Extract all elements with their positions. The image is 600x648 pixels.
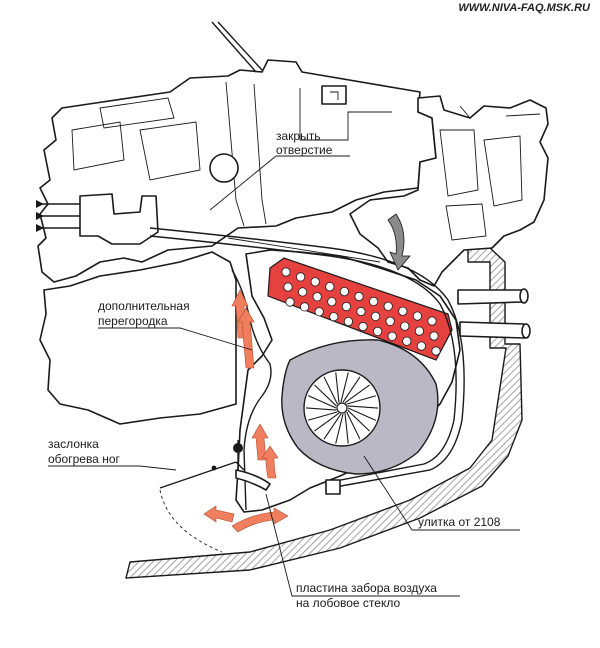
label-close-hole-line2: отверстие <box>276 143 333 157</box>
radiator-hole <box>370 311 381 321</box>
label-close-hole-line1: закрыть <box>276 129 320 143</box>
radiator-hole <box>372 326 383 336</box>
radiator-hole <box>385 316 395 326</box>
radiator-hole <box>312 292 322 302</box>
fan-blade <box>346 411 361 440</box>
fan-blade <box>307 395 337 409</box>
fan-blade <box>335 413 344 444</box>
fan-blade <box>305 407 337 411</box>
radiator-hole <box>299 302 310 312</box>
heater-radiator <box>267 257 453 361</box>
radiator-hole <box>358 321 368 332</box>
fan-blade <box>347 409 370 432</box>
radiator-hole <box>431 346 441 356</box>
radiator-hole <box>297 287 308 297</box>
lower-casing <box>39 251 237 425</box>
control-connector <box>36 193 159 245</box>
radiator-hole <box>412 311 422 321</box>
fan-blade <box>347 405 379 409</box>
radiator-hole <box>341 301 351 312</box>
radiator-hole <box>414 326 424 336</box>
fan-blade <box>323 413 342 440</box>
radiator-hole <box>343 316 353 327</box>
foot-flap <box>159 440 271 553</box>
radiator-hole <box>310 277 320 287</box>
fan-blade <box>314 412 340 432</box>
radiator-hole <box>416 341 426 351</box>
label-volute: улитка от 2108 <box>418 515 501 529</box>
radiator-hole <box>285 297 295 307</box>
label-extra-partition-line2: перегородка <box>98 314 168 328</box>
housing-details <box>439 105 541 241</box>
radiator-hole <box>354 291 364 302</box>
label-foot-flap-line1: заслонка <box>48 437 99 451</box>
radiator-hole <box>356 306 366 317</box>
radiator-hole <box>398 306 408 316</box>
radiator-hole <box>368 296 379 306</box>
fan-blade <box>335 372 340 403</box>
airflow-arrows <box>203 289 289 533</box>
label-foot-flap-line2: обогрева ног <box>48 452 120 466</box>
fan-blade <box>308 411 338 421</box>
fan-blade <box>323 376 338 405</box>
label-extra-partition: дополнительная перегородка <box>98 299 190 328</box>
label-air-plate-line2: на лобовое стекло <box>296 596 400 610</box>
fan-volute <box>281 339 439 475</box>
radiator-hole <box>339 286 349 297</box>
fan-blade <box>342 376 361 403</box>
radiator-hole <box>281 267 291 277</box>
radiator-hole <box>295 272 306 282</box>
label-foot-flap: заслонка обогрева ног <box>48 437 120 466</box>
callout-leaders <box>48 155 520 597</box>
radiator-hole <box>329 312 339 322</box>
radiator-hole <box>314 307 324 317</box>
fan-blade <box>344 413 349 444</box>
radiator-hole <box>325 282 335 292</box>
firewall-panel <box>125 247 523 579</box>
radiator-hole <box>429 331 439 341</box>
radiator-hole <box>283 282 293 292</box>
radiator-hole <box>387 331 397 341</box>
heater-pipes <box>457 288 531 339</box>
fan-blade <box>314 384 337 407</box>
fan-blade <box>344 384 370 404</box>
radiator-hole <box>327 297 337 307</box>
radiator-hole <box>427 316 437 326</box>
radiator-hole <box>402 336 412 346</box>
label-air-plate-line1: пластина забора воздуха <box>296 581 437 595</box>
fan-blade <box>347 407 377 421</box>
radiator-hole <box>383 301 393 311</box>
fan-blade <box>340 372 349 403</box>
label-extra-partition-line1: дополнительная <box>98 299 190 313</box>
radiator-hole <box>400 321 410 331</box>
air-intake-arrow <box>387 213 411 271</box>
label-close-hole: закрыть отверстие <box>276 129 333 157</box>
label-air-plate: пластина забора воздуха на лобовое стекл… <box>296 581 437 610</box>
control-cables <box>149 227 465 495</box>
fan-blade <box>346 395 376 405</box>
dashboard-details <box>71 21 392 227</box>
watermark: WWW.NIVA-FAQ.MSK.RU <box>458 2 591 14</box>
